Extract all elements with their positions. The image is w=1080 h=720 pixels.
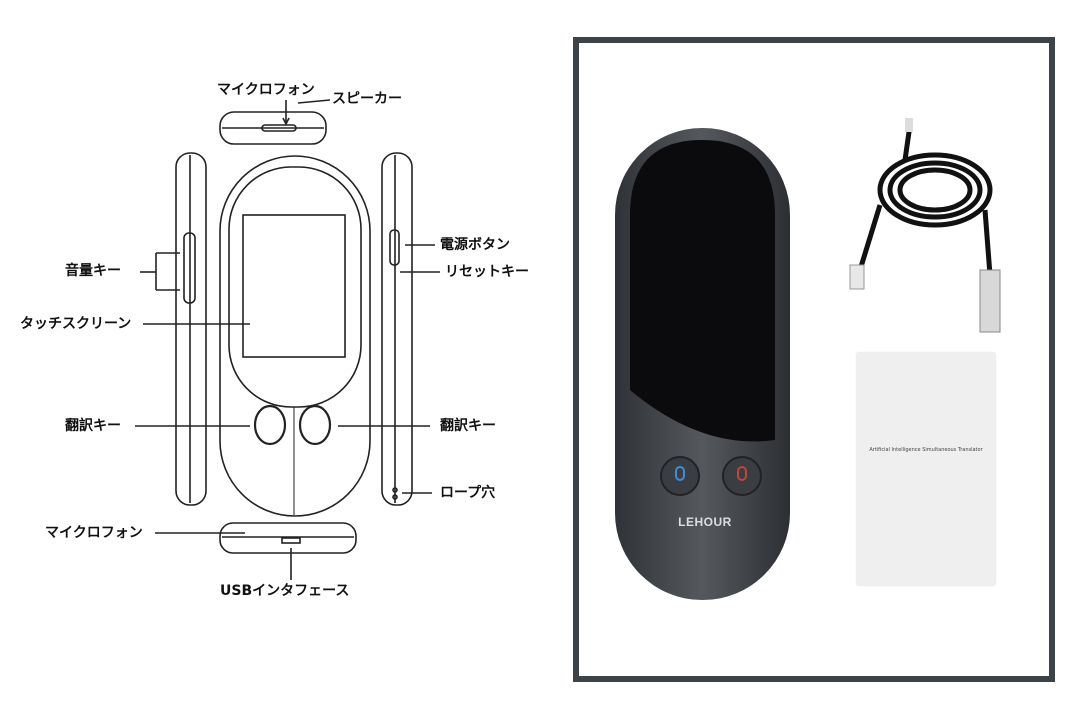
- device-screen: [630, 140, 775, 442]
- power-button: [389, 229, 400, 266]
- label-touch-screen: タッチスクリーン: [20, 316, 132, 332]
- volume-keys: [183, 232, 196, 304]
- mic-button-right: [722, 456, 762, 496]
- touch-screen: [242, 214, 346, 358]
- mic-icon-left: [675, 466, 685, 481]
- micro-usb-connector: [849, 264, 865, 290]
- translate-key-right: [298, 404, 332, 446]
- front-view: [219, 155, 371, 517]
- usb-a-connector: [979, 269, 1001, 333]
- brand-logo: LEHOUR: [678, 515, 732, 529]
- label-translate-key-left: 翻訳キー: [65, 418, 121, 434]
- translate-key-left: [253, 404, 287, 446]
- right-side-view: [381, 152, 413, 506]
- left-side-view: [175, 152, 207, 506]
- mic-icon-right: [737, 466, 747, 481]
- manual-title: Artificial Intelligence Simultaneous Tra…: [869, 447, 983, 453]
- usb-port: [281, 537, 301, 544]
- mic-button-left: [660, 456, 700, 496]
- label-reset-key: リセットキー: [445, 264, 529, 280]
- label-bottom-microphone: マイクロフォン: [45, 525, 143, 541]
- user-manual: Artificial Intelligence Simultaneous Tra…: [857, 353, 995, 585]
- label-volume-key: 音量キー: [65, 263, 121, 279]
- label-speaker: スピーカー: [332, 91, 402, 107]
- top-view: [219, 111, 327, 145]
- label-usb-interface: USBインタフェース: [220, 583, 350, 599]
- label-strap-hole: ロープ穴: [440, 485, 496, 501]
- label-power-button: 電源ボタン: [440, 237, 510, 253]
- label-translate-key-right: 翻訳キー: [440, 418, 496, 434]
- top-speaker-grille: [261, 124, 297, 132]
- usb-cable: [857, 124, 993, 276]
- label-top-microphone: マイクロフォン: [217, 82, 315, 98]
- bottom-view: [219, 522, 357, 554]
